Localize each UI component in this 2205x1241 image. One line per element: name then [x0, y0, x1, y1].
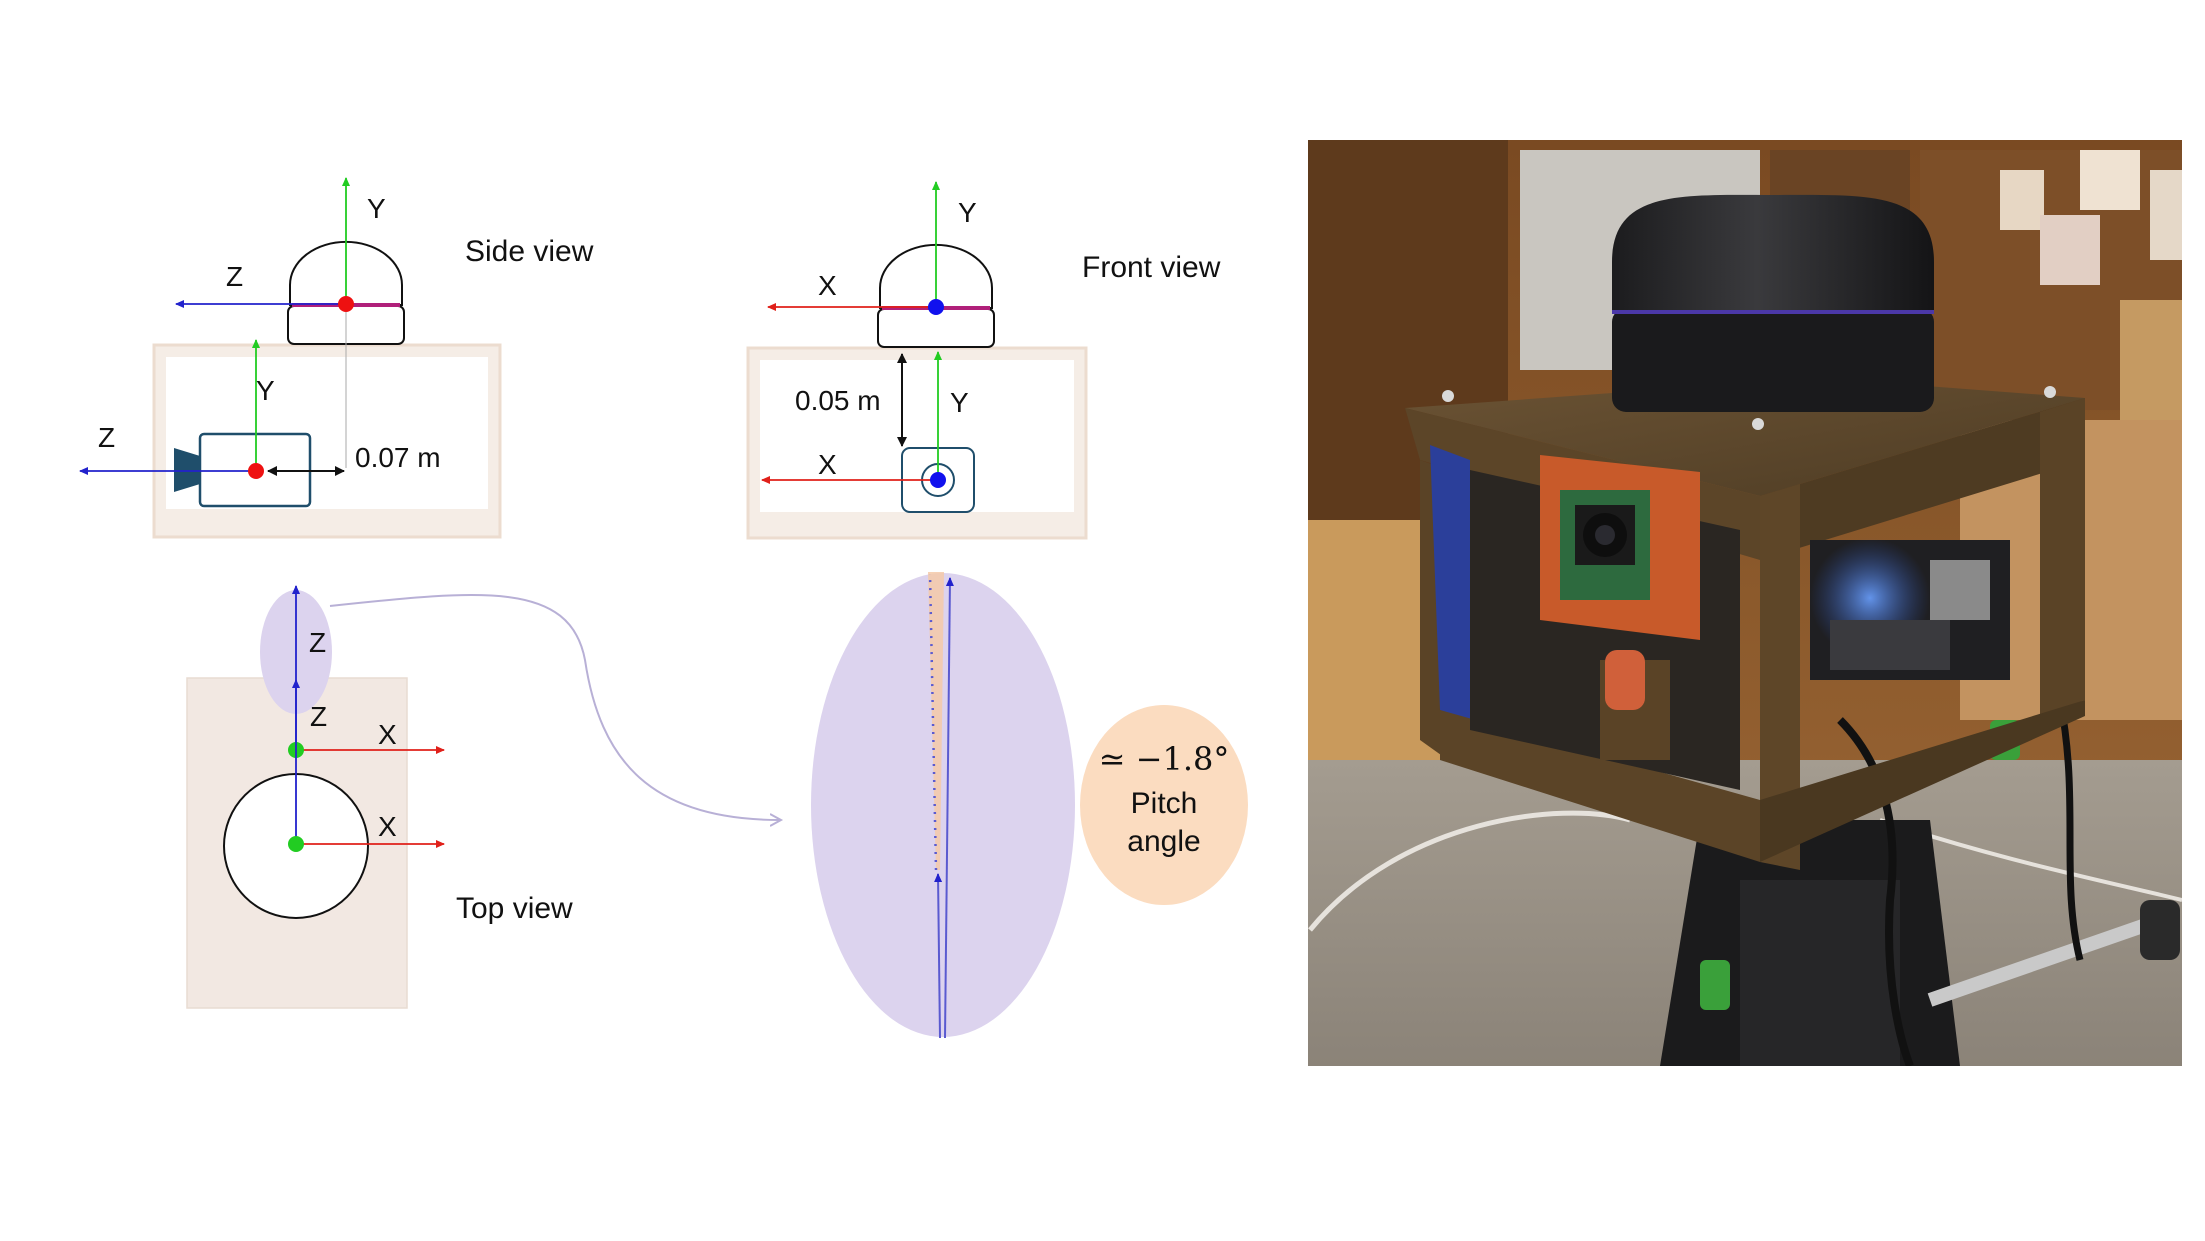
- pitch-zoom-detail: ≃ −1.8° Pitch angle: [811, 572, 1248, 1039]
- front-lidar-y-label: Y: [958, 197, 977, 228]
- top-lidar-origin: [288, 836, 304, 852]
- side-camera-z-label: Z: [98, 422, 115, 453]
- pitch-wedge: [928, 572, 944, 870]
- front-camera-origin: [930, 472, 946, 488]
- pitch-badge: [1080, 705, 1248, 905]
- top-view-title: Top view: [456, 892, 573, 925]
- side-lidar-y-label: Y: [367, 193, 386, 224]
- front-lidar-origin: [928, 299, 944, 315]
- front-view-title: Front view: [1082, 251, 1221, 284]
- side-camera-y-label: Y: [256, 375, 275, 406]
- side-view-title: Side view: [465, 235, 594, 268]
- front-view: Y X Y X 0.05 m Front view: [746, 181, 1221, 540]
- top-x-label-lower: X: [378, 811, 397, 842]
- zoom-ellipse: [811, 573, 1075, 1037]
- side-lidar-origin: [338, 296, 354, 312]
- photo-lidar-base: [1612, 308, 1934, 412]
- top-z-label-lower: Z: [310, 701, 327, 732]
- pitch-label-line2: angle: [1127, 825, 1200, 858]
- side-lidar-z-label: Z: [226, 261, 243, 292]
- camera-lens-icon: [174, 448, 200, 492]
- pitch-reference-line: [934, 873, 943, 1039]
- lidar-dome-icon: [1612, 194, 1934, 310]
- front-camera-x-label: X: [818, 449, 837, 480]
- side-view: Y Z Y Z 0.07 m Side view: [79, 177, 594, 539]
- pitch-value: ≃ −1.8°: [1099, 740, 1230, 778]
- side-camera-origin: [248, 463, 264, 479]
- top-x-label-upper: X: [378, 719, 397, 750]
- front-lidar-x-label: X: [818, 270, 837, 301]
- top-view: Z Z X X Top view: [186, 585, 573, 1009]
- front-offset-label: 0.05 m: [795, 385, 881, 416]
- top-z-label-upper: Z: [309, 627, 326, 658]
- side-offset-label: 0.07 m: [355, 442, 441, 473]
- pitch-dotted-axis: [928, 573, 938, 871]
- pitch-tilted-axis: [944, 577, 954, 1039]
- front-camera-y-label: Y: [950, 387, 969, 418]
- pitch-label-line1: Pitch: [1131, 787, 1198, 820]
- sensor-rig-photo: [1308, 140, 2182, 1066]
- zoom-connector-arrow: [329, 593, 780, 820]
